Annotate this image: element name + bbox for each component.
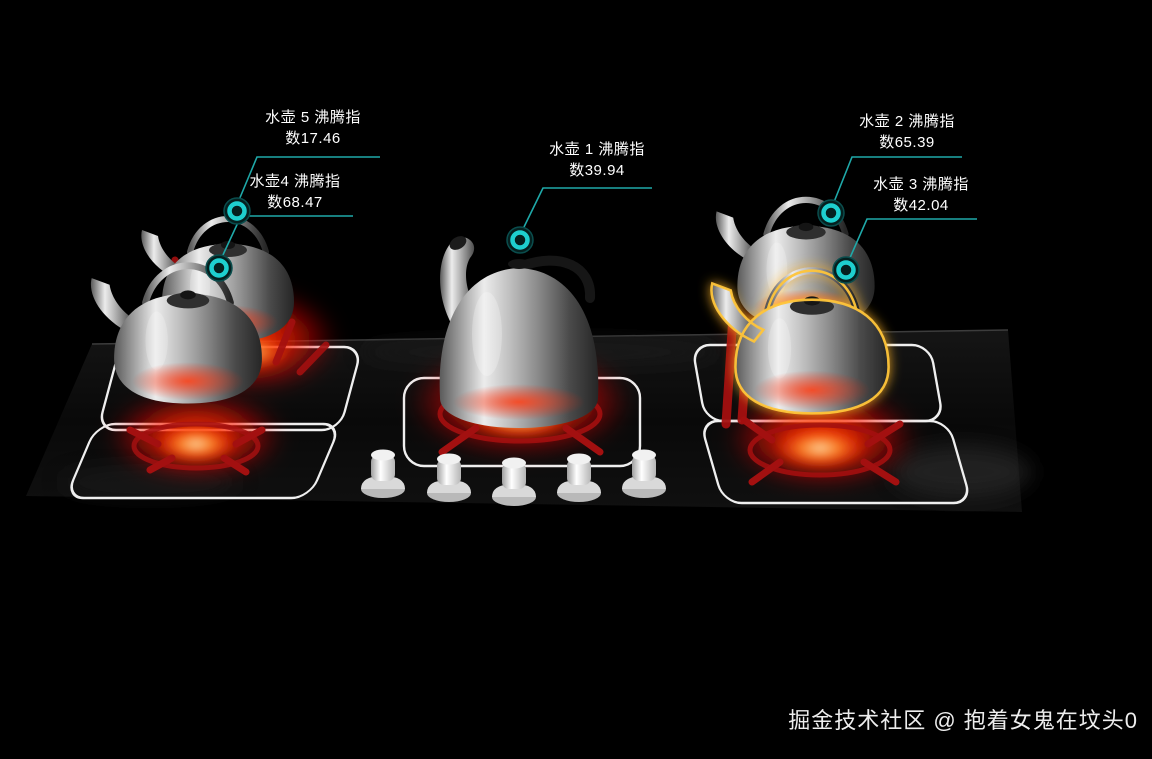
kettle-1-marker-icon[interactable] [507, 227, 533, 253]
kettle-1-callout: 水壶 1 沸腾指 数39.94 [529, 139, 665, 181]
kettle-3-callout: 水壶 3 沸腾指 数42.04 [853, 174, 989, 216]
kettle-2-marker-icon[interactable] [818, 200, 844, 226]
kettle-1-model [439, 236, 599, 428]
callout-connectors [221, 156, 977, 261]
kettle-4-marker-icon[interactable] [206, 255, 232, 281]
kettle-2-label: 水壶 2 沸腾指 [859, 113, 955, 130]
kettle-5-callout: 水壶 5 沸腾指 数17.46 [245, 107, 381, 149]
kettle-3-marker-icon[interactable] [833, 257, 859, 283]
kettle-2-value: 数65.39 [879, 134, 935, 151]
kettle-3-label: 水壶 3 沸腾指 [873, 176, 969, 193]
kettle-4-callout: 水壶4 沸腾指 数68.47 [231, 171, 359, 213]
watermark: 掘金技术社区 @ 抱着女鬼在坟头0 [788, 708, 1138, 733]
kettle-2-callout: 水壶 2 沸腾指 数65.39 [839, 111, 975, 153]
kettle-5-value: 数17.46 [285, 130, 341, 147]
kettle-2-connector [833, 156, 962, 203]
kettle-5-label: 水壶 5 沸腾指 [265, 109, 361, 126]
kettle-1-value: 数39.94 [569, 162, 625, 179]
kettle-1-label: 水壶 1 沸腾指 [549, 141, 645, 158]
kettle-4-label: 水壶4 沸腾指 [249, 173, 341, 190]
kettle-3-value: 数42.04 [893, 197, 949, 214]
kettle-5-connector [238, 156, 380, 201]
kettle-4-value: 数68.47 [267, 194, 323, 211]
kettle-1-connector [522, 187, 652, 230]
kettle-3-connector [848, 218, 977, 261]
